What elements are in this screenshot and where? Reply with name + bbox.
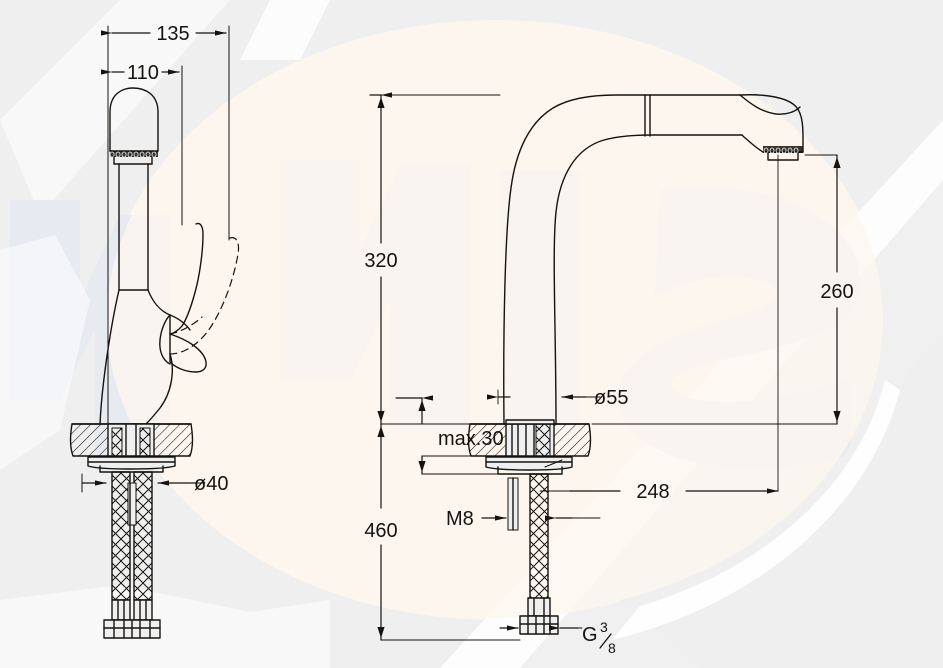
dim-label-55: ø55 [594, 387, 628, 409]
dim-label-g38: G 3 8 [582, 619, 616, 656]
dimension-labels: 135 110 ø40 320 460 260 ø55 248 max.30 M… [127, 23, 854, 656]
side-hose-nut [519, 615, 559, 635]
front-washer [87, 456, 176, 470]
watermark-arc-white [612, 380, 900, 640]
front-spray-head [109, 87, 159, 152]
dim-label-135: 135 [156, 23, 189, 45]
dim-label-320: 320 [364, 250, 397, 272]
side-spout-inner [553, 134, 743, 425]
watermark-band-top [240, 0, 330, 60]
side-pullout-hose [507, 473, 549, 601]
dim-label-g38-numerator: 3 [600, 619, 608, 635]
front-spout-underside [145, 353, 173, 425]
side-spray-knurl [763, 146, 803, 153]
dim-label-m8: M8 [446, 508, 474, 530]
dim-label-max30: max.30 [438, 428, 504, 450]
side-hose-ferrule [527, 597, 551, 617]
front-lever-handle [169, 222, 204, 335]
dim-label-g38-prefix: G [582, 624, 598, 646]
side-spout-outer [503, 94, 741, 425]
watermark-left-white [0, 235, 90, 470]
extension-lines [195, 94, 838, 641]
dim-label-40: ø40 [194, 473, 228, 495]
side-view-geometry [467, 94, 804, 635]
front-lever-handle-ghost [169, 237, 240, 355]
side-spray-head [739, 94, 804, 153]
front-hose-ferrule-right [133, 599, 153, 621]
front-view-geometry [69, 25, 240, 639]
dim-label-g38-denominator: 8 [608, 640, 616, 656]
side-spout-seam [644, 94, 651, 137]
front-extension-lines [107, 25, 230, 425]
side-washer [485, 456, 573, 471]
watermark-bottom-left-white [0, 585, 330, 668]
dim-label-110: 110 [127, 62, 159, 84]
dimension-lines [81, 30, 838, 641]
watermark-ellipse-soft [107, 22, 883, 618]
front-hose-ferrule-left [111, 599, 131, 621]
front-braided-hose [111, 471, 153, 601]
vertical-arrowheads [377, 97, 841, 638]
front-body-flare [99, 289, 120, 425]
watermark-band-topleft [0, 0, 230, 215]
dim-label-248: 248 [636, 481, 669, 503]
front-lever-collar [159, 314, 171, 365]
dim-label-460: 460 [364, 520, 397, 542]
dim-label-260: 260 [820, 281, 853, 303]
